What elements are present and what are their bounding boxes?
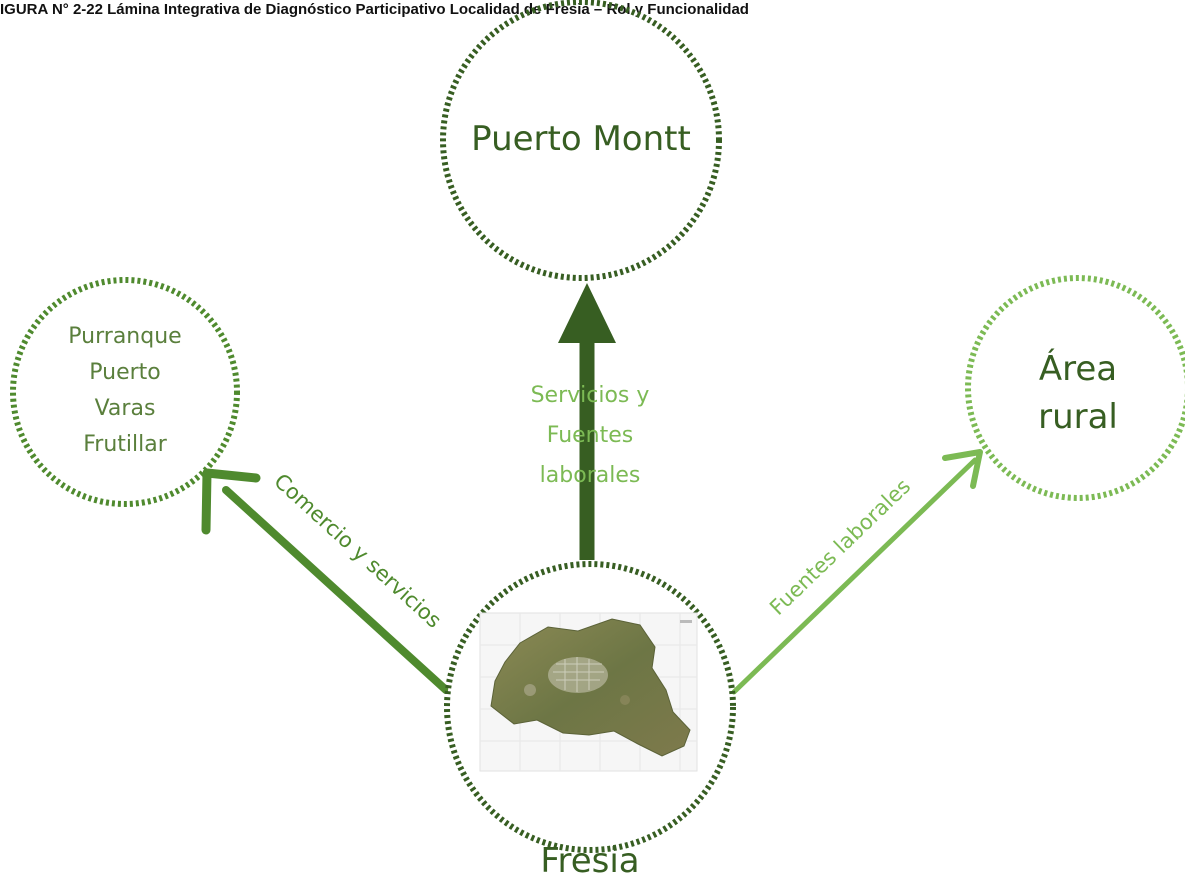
arrow-shaft	[731, 457, 978, 695]
arrow-shaft	[222, 486, 450, 694]
node-circle	[440, 0, 722, 281]
edge-label-line: laborales	[540, 463, 641, 488]
node-label-fresia: Fresia	[540, 841, 639, 880]
arrow-head	[201, 468, 261, 535]
arrow-head	[942, 449, 983, 489]
node-circle	[965, 275, 1185, 501]
node-puerto-montt: Puerto Montt	[440, 0, 722, 281]
node-fresia: Fresia	[444, 561, 736, 880]
node-label-line: Purranque	[68, 324, 181, 349]
edge-label-line: Servicios y	[531, 383, 650, 408]
arrow-head	[558, 283, 616, 343]
node-label-line: Puerto	[89, 360, 161, 385]
arrow-to-rural	[731, 449, 983, 695]
arrow-to-cities	[201, 468, 450, 694]
edge-label-to-puerto-montt: Servicios y Fuentes laborales	[531, 383, 650, 488]
node-label-line: Varas	[95, 396, 156, 421]
node-label-line: Frutillar	[83, 432, 167, 457]
node-label-puerto-montt: Puerto Montt	[471, 119, 691, 159]
node-circle	[10, 277, 240, 507]
arrow-to-puerto-montt	[558, 283, 616, 560]
aerial-map-icon	[479, 612, 698, 772]
edge-label-to-rural: Fuentes laborales	[765, 474, 915, 620]
node-area-rural: Área rural	[965, 275, 1185, 501]
node-label-line: Área	[1039, 348, 1117, 389]
node-label-line: rural	[1038, 397, 1118, 437]
node-cities: Purranque Puerto Varas Frutillar	[10, 277, 240, 507]
edge-label-line: Fuentes	[547, 423, 634, 448]
